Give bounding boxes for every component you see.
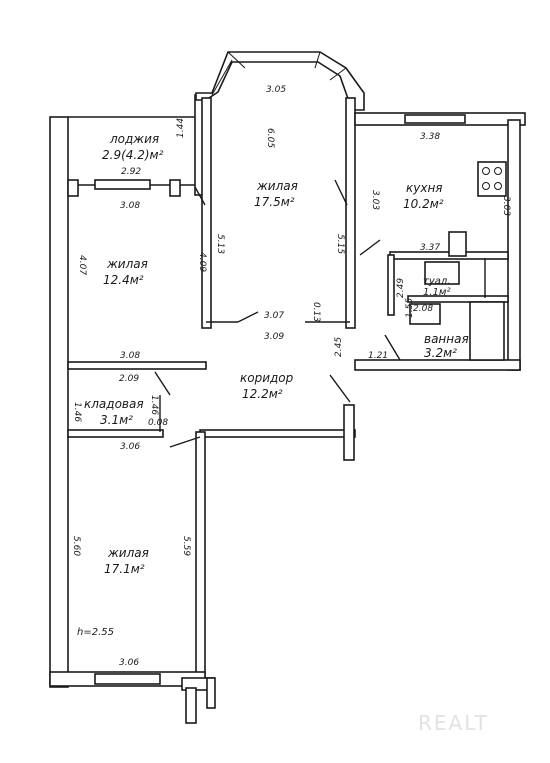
dim-living-left-width: 3.08 (120, 201, 140, 211)
bath-sink (409, 303, 441, 325)
room-name-storage: кладовая (84, 397, 144, 411)
dim-left-outer: 4.07 (77, 255, 87, 275)
room-area-living-left: 12.4м² (103, 273, 144, 287)
outer-wall-right (507, 119, 521, 371)
loggia-wall-stub (67, 179, 79, 197)
dim-storage-gap: 0.08 (148, 418, 168, 428)
dim-living-bottom-right: 5.59 (181, 536, 191, 556)
dim-living-left-depth: 4.09 (197, 252, 207, 272)
door-living-top (237, 311, 259, 323)
toilet-left-wall (387, 254, 395, 316)
room-name-toilet: туал. (423, 276, 450, 287)
dim-living-top-right: 5.15 (335, 234, 345, 254)
dim-living-bottom-width: 3.06 (119, 658, 139, 668)
dim-storage-right: 1.46 (149, 395, 159, 415)
dim-bath-side: 2.49 (396, 278, 406, 298)
room-name-loggia: лоджия (109, 132, 159, 146)
bathroom-bottom-wall (354, 359, 521, 371)
corridor-bottom-wall (199, 429, 356, 438)
dim-kitchen-width: 3.38 (420, 132, 440, 142)
dim-kitchen-depth-right: 3.03 (501, 196, 511, 216)
door-storage (154, 371, 171, 396)
kitchen-stove (477, 161, 507, 197)
living-bottom-window (94, 673, 161, 685)
dim-living-bottom-left: 5.60 (71, 536, 81, 556)
corridor-entry-pillar (343, 404, 355, 461)
dim-living-left-bottom: 3.08 (120, 351, 140, 361)
dim-kitchen-depth-left: 3.03 (370, 190, 380, 210)
watermark: REALT (418, 711, 489, 735)
balcony-post (185, 687, 197, 724)
door-living-bottom (169, 436, 201, 448)
ceiling-height: h=2.55 (77, 627, 114, 638)
dim-storage-left: 1.46 (72, 402, 82, 422)
door-bathroom (384, 334, 401, 361)
kitchen-shaft (448, 231, 467, 257)
door-living-left (194, 186, 206, 206)
stove-burner-3 (482, 182, 490, 190)
dim-storage-bottom: 3.06 (120, 442, 140, 452)
loggia-wall-stub-2 (169, 179, 181, 197)
living-top-left-wall (201, 97, 212, 329)
stove-burner-2 (494, 167, 502, 175)
door-living-top-side (334, 179, 348, 206)
toilet-partition (407, 295, 509, 303)
dim-bay-width: 3.05 (266, 85, 286, 95)
bay-window-outer (195, 51, 365, 111)
dim-corridor-top: 3.09 (264, 332, 284, 342)
room-name-living-top: жилая (256, 179, 298, 193)
door-corridor (329, 374, 351, 403)
room-area-living-bottom: 17.1м² (104, 562, 145, 576)
storage-bottom-wall (67, 429, 164, 438)
dim-loggia-width: 2.92 (121, 167, 141, 177)
dim-corridor-side: 2.45 (334, 337, 344, 357)
balcony-post-2 (206, 677, 216, 709)
outer-wall-left (49, 116, 69, 688)
room-name-bathroom: ванная (424, 332, 469, 346)
room-area-corridor: 12.2м² (242, 387, 283, 401)
stove-burner-4 (494, 182, 502, 190)
loggia-door (94, 179, 151, 190)
living-top-right-wall (345, 97, 356, 329)
door-kitchen (359, 239, 381, 256)
room-name-kitchen: кухня (406, 181, 443, 195)
dim-living-top-bottom: 3.07 (264, 311, 284, 321)
dim-living-left-right: 5.13 (215, 234, 225, 254)
bay-window-line-1 (211, 59, 233, 96)
bay-window-line-4 (329, 67, 347, 81)
bath-tub (469, 301, 505, 361)
living-left-bottom-wall (67, 361, 207, 370)
room-area-bathroom: 3.2м² (424, 346, 457, 360)
living-bottom-right-wall (195, 431, 206, 678)
kitchen-window (404, 114, 466, 124)
dim-toilet-width: 2.08 (413, 304, 433, 314)
toilet-fixture (424, 261, 460, 285)
bay-window-line-3 (314, 51, 321, 69)
dim-living-top-depth: 6.05 (265, 128, 275, 148)
room-area-living-top: 17.5м² (254, 195, 295, 209)
dim-bath-door: 1.21 (368, 351, 388, 361)
dim-kitchen-bottom: 3.37 (420, 243, 440, 253)
dim-bath-small: 1.55 (405, 298, 415, 318)
room-name-living-bottom: жилая (107, 546, 149, 560)
stove-burner-1 (482, 167, 490, 175)
bay-window-line-2 (227, 51, 246, 69)
room-name-corridor: коридор (240, 371, 294, 385)
dim-storage-top: 2.09 (119, 374, 139, 384)
room-area-storage: 3.1м² (100, 413, 133, 427)
room-name-living-left: жилая (106, 257, 148, 271)
room-area-toilet: 1.1м² (423, 287, 450, 298)
dim-loggia-depth: 1.44 (176, 118, 186, 138)
dim-wall-thickness: 0.13 (311, 302, 321, 322)
room-area-kitchen: 10.2м² (403, 197, 444, 211)
room-area-loggia: 2.9(4.2)м² (102, 148, 164, 162)
